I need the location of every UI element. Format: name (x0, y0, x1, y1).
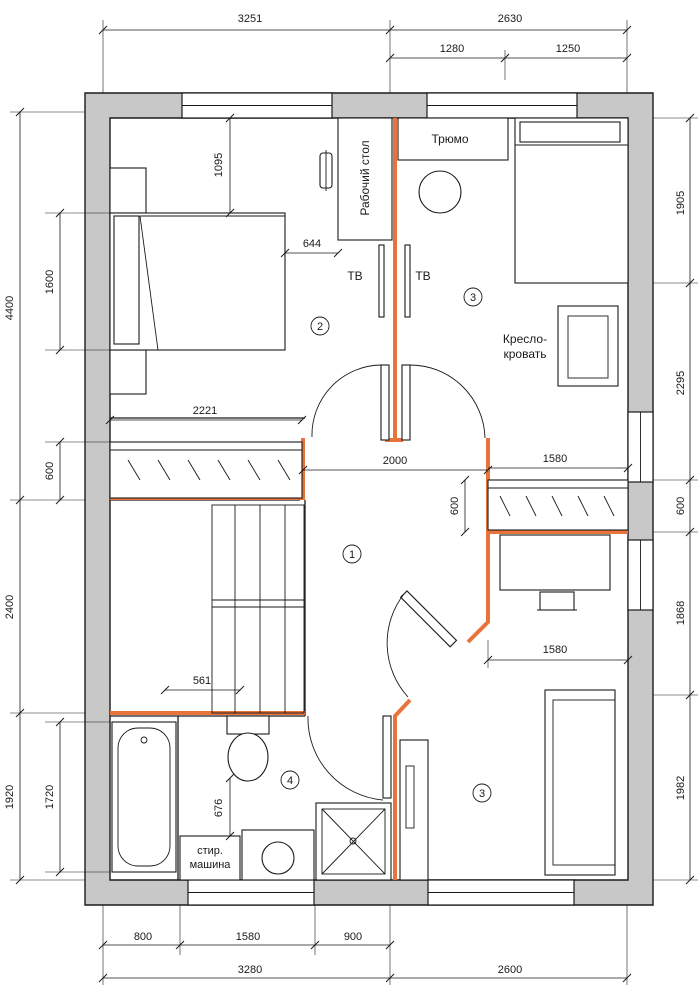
desk (337, 117, 393, 241)
room-1-number: 1 (349, 549, 355, 561)
room-3-top-marker: 3 (463, 287, 483, 307)
dim-1095: 1095 (213, 153, 225, 177)
dim-561: 561 (193, 675, 211, 687)
room-2-marker: 2 (310, 316, 330, 336)
wardrobe-room-2 (109, 441, 303, 499)
sofa (544, 689, 616, 876)
dim-left-total-2: 2400 (4, 595, 16, 619)
dim-top-sub-2: 1250 (556, 43, 580, 55)
dim-600-inner: 600 (449, 497, 461, 515)
furniture-labels: Рабочий стол Трюмо ТВ ТВ Кресло- кровать… (190, 132, 548, 871)
dim-left-inner-bed: 1600 (44, 270, 56, 294)
dim-bottom-sub-3: 900 (344, 931, 362, 943)
dim-676: 676 (213, 799, 225, 817)
dim-2221: 2221 (193, 405, 217, 417)
armchair-bed (557, 305, 619, 387)
doors (307, 364, 486, 801)
nightstand-top (109, 167, 147, 214)
room-4-marker: 4 (280, 770, 300, 790)
label-desk: Рабочий стол (358, 140, 372, 215)
room-3-top-number: 3 (470, 292, 476, 304)
toilet (226, 715, 270, 782)
washing-machine (179, 835, 241, 881)
dimension-lines (10, 20, 698, 985)
room-3-bottom-number: 3 (479, 788, 485, 800)
door-leaf-room-2 (380, 364, 390, 441)
room-2-number: 2 (317, 321, 323, 333)
tv-left-unit (378, 244, 385, 318)
windows (181, 92, 654, 906)
dim-left-total-3: 1920 (4, 785, 16, 809)
room-3-bottom-marker: 3 (472, 783, 492, 803)
room-1-marker: 1 (342, 544, 362, 564)
dim-1580-b: 1580 (543, 644, 567, 656)
furniture (109, 117, 629, 881)
tv-right-unit (404, 244, 411, 318)
dimension-texts: 3251 2630 1280 1250 800 1580 900 3280 26… (4, 13, 687, 976)
dim-644: 644 (303, 238, 321, 250)
dim-top-overall-left: 3251 (238, 13, 262, 25)
dim-2000: 2000 (383, 455, 407, 467)
dim-right-5: 1982 (675, 776, 687, 800)
dim-1580-a: 1580 (543, 453, 567, 465)
dim-top-sub-1: 1280 (440, 43, 464, 55)
shower (315, 802, 392, 881)
dim-bottom-sub-1: 800 (134, 931, 152, 943)
dim-bottom-sub-2: 1580 (236, 931, 260, 943)
dim-right-2: 2295 (675, 371, 687, 395)
dim-right-3: 600 (675, 497, 687, 515)
door-leaf-room-3-top (401, 364, 411, 441)
room-4-number: 4 (287, 775, 293, 787)
dim-left-inner-wardrobe: 600 (44, 462, 56, 480)
desk-chair-room-3 (539, 591, 575, 611)
wardrobe-room-3 (487, 479, 629, 531)
dim-right-4: 1868 (675, 601, 687, 625)
dim-bottom-overall-left: 3280 (238, 964, 262, 976)
label-chair-bed-2: кровать (504, 347, 547, 361)
dresser (397, 117, 509, 161)
dim-top-overall-right: 2630 (498, 13, 522, 25)
round-stool (418, 170, 462, 214)
dim-right-1: 1905 (675, 191, 687, 215)
label-washer-2: машина (190, 859, 232, 871)
label-tv-right: ТВ (415, 269, 430, 283)
dim-left-total-1: 4400 (4, 296, 16, 320)
label-chair-bed-1: Кресло- (503, 332, 547, 346)
label-tv-left: ТВ (347, 269, 362, 283)
label-washer-1: стир. (197, 845, 223, 857)
dim-bottom-overall-right: 2600 (498, 964, 522, 976)
desk-room-3-bottom (499, 534, 611, 591)
door-leaf-bathroom (382, 715, 392, 799)
room-numbers: 2 3 1 4 3 (280, 287, 492, 803)
nightstand-bottom (109, 349, 147, 395)
label-dresser: Трюмо (431, 132, 468, 146)
bed-headboard (113, 215, 140, 345)
door-leaf-room-3-bottom (399, 590, 458, 648)
single-bed (514, 117, 629, 284)
bathtub (111, 721, 177, 873)
single-bed-pillow (519, 121, 621, 143)
dim-left-inner-bath: 1720 (44, 785, 56, 809)
staircase (211, 504, 305, 714)
